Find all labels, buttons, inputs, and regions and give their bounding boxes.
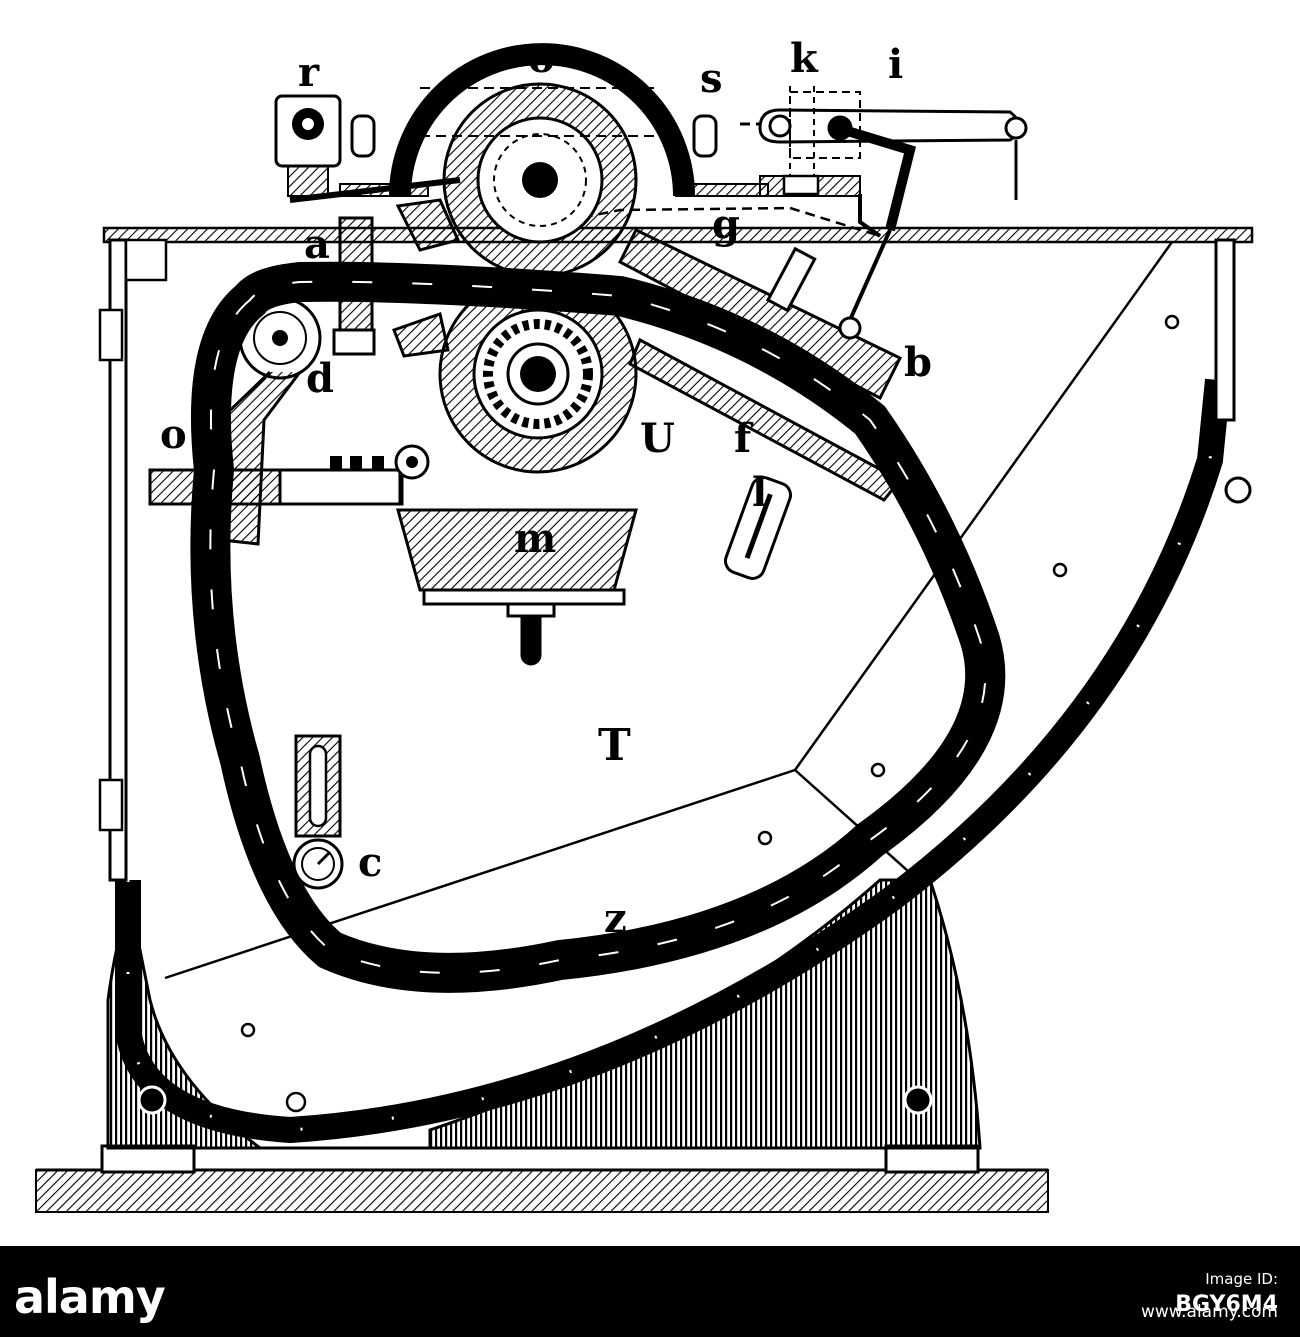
label-m: m bbox=[514, 515, 556, 562]
label-c: c bbox=[358, 839, 382, 886]
alamy-brand-text: alamy bbox=[14, 1270, 166, 1324]
alamy-logo: alamy bbox=[14, 1270, 166, 1324]
top-roller bbox=[389, 43, 695, 278]
label-U: U bbox=[640, 415, 675, 462]
label-s: s bbox=[700, 55, 723, 102]
image-id-value: BGY6M4 bbox=[1175, 1292, 1278, 1317]
label-a: a bbox=[304, 221, 330, 268]
frame-bolts bbox=[137, 1085, 933, 1115]
arm-f bbox=[617, 228, 903, 580]
label-T: T bbox=[598, 720, 631, 771]
rope-loop bbox=[190, 261, 1006, 993]
lever-o bbox=[148, 444, 430, 506]
image-id-label: Image ID: bbox=[1205, 1270, 1278, 1288]
label-z: z bbox=[604, 895, 627, 942]
tub-wall bbox=[115, 378, 1231, 1144]
housing bbox=[98, 226, 1254, 882]
label-l: l bbox=[752, 469, 767, 516]
label-i: i bbox=[888, 41, 903, 88]
trough-m bbox=[396, 508, 638, 666]
bottom-roller-U bbox=[438, 274, 638, 474]
label-o-left: o bbox=[160, 411, 187, 458]
label-o-top: o bbox=[528, 35, 555, 82]
machine-feet bbox=[100, 1144, 980, 1174]
gauge-c bbox=[292, 734, 344, 890]
label-f: f bbox=[734, 415, 754, 462]
label-d: d bbox=[306, 355, 334, 402]
ground-base bbox=[35, 1168, 1049, 1213]
image-id-block: Image ID: BGY6M4 bbox=[1175, 1266, 1278, 1318]
label-g: g bbox=[712, 201, 740, 248]
label-k: k bbox=[790, 35, 819, 82]
stock-watermark-bar: alamy Image ID: BGY6M4 www.alamy.com bbox=[0, 1246, 1300, 1337]
machine-diagram: r o s k i a g d b o U f l m T c z bbox=[35, 35, 1254, 1213]
stock-url: www.alamy.com bbox=[1140, 1302, 1278, 1322]
label-b: b bbox=[904, 339, 932, 386]
diagram-labels: r o s k i a g d b o U f l m T c z bbox=[160, 35, 932, 942]
label-r: r bbox=[298, 49, 320, 96]
